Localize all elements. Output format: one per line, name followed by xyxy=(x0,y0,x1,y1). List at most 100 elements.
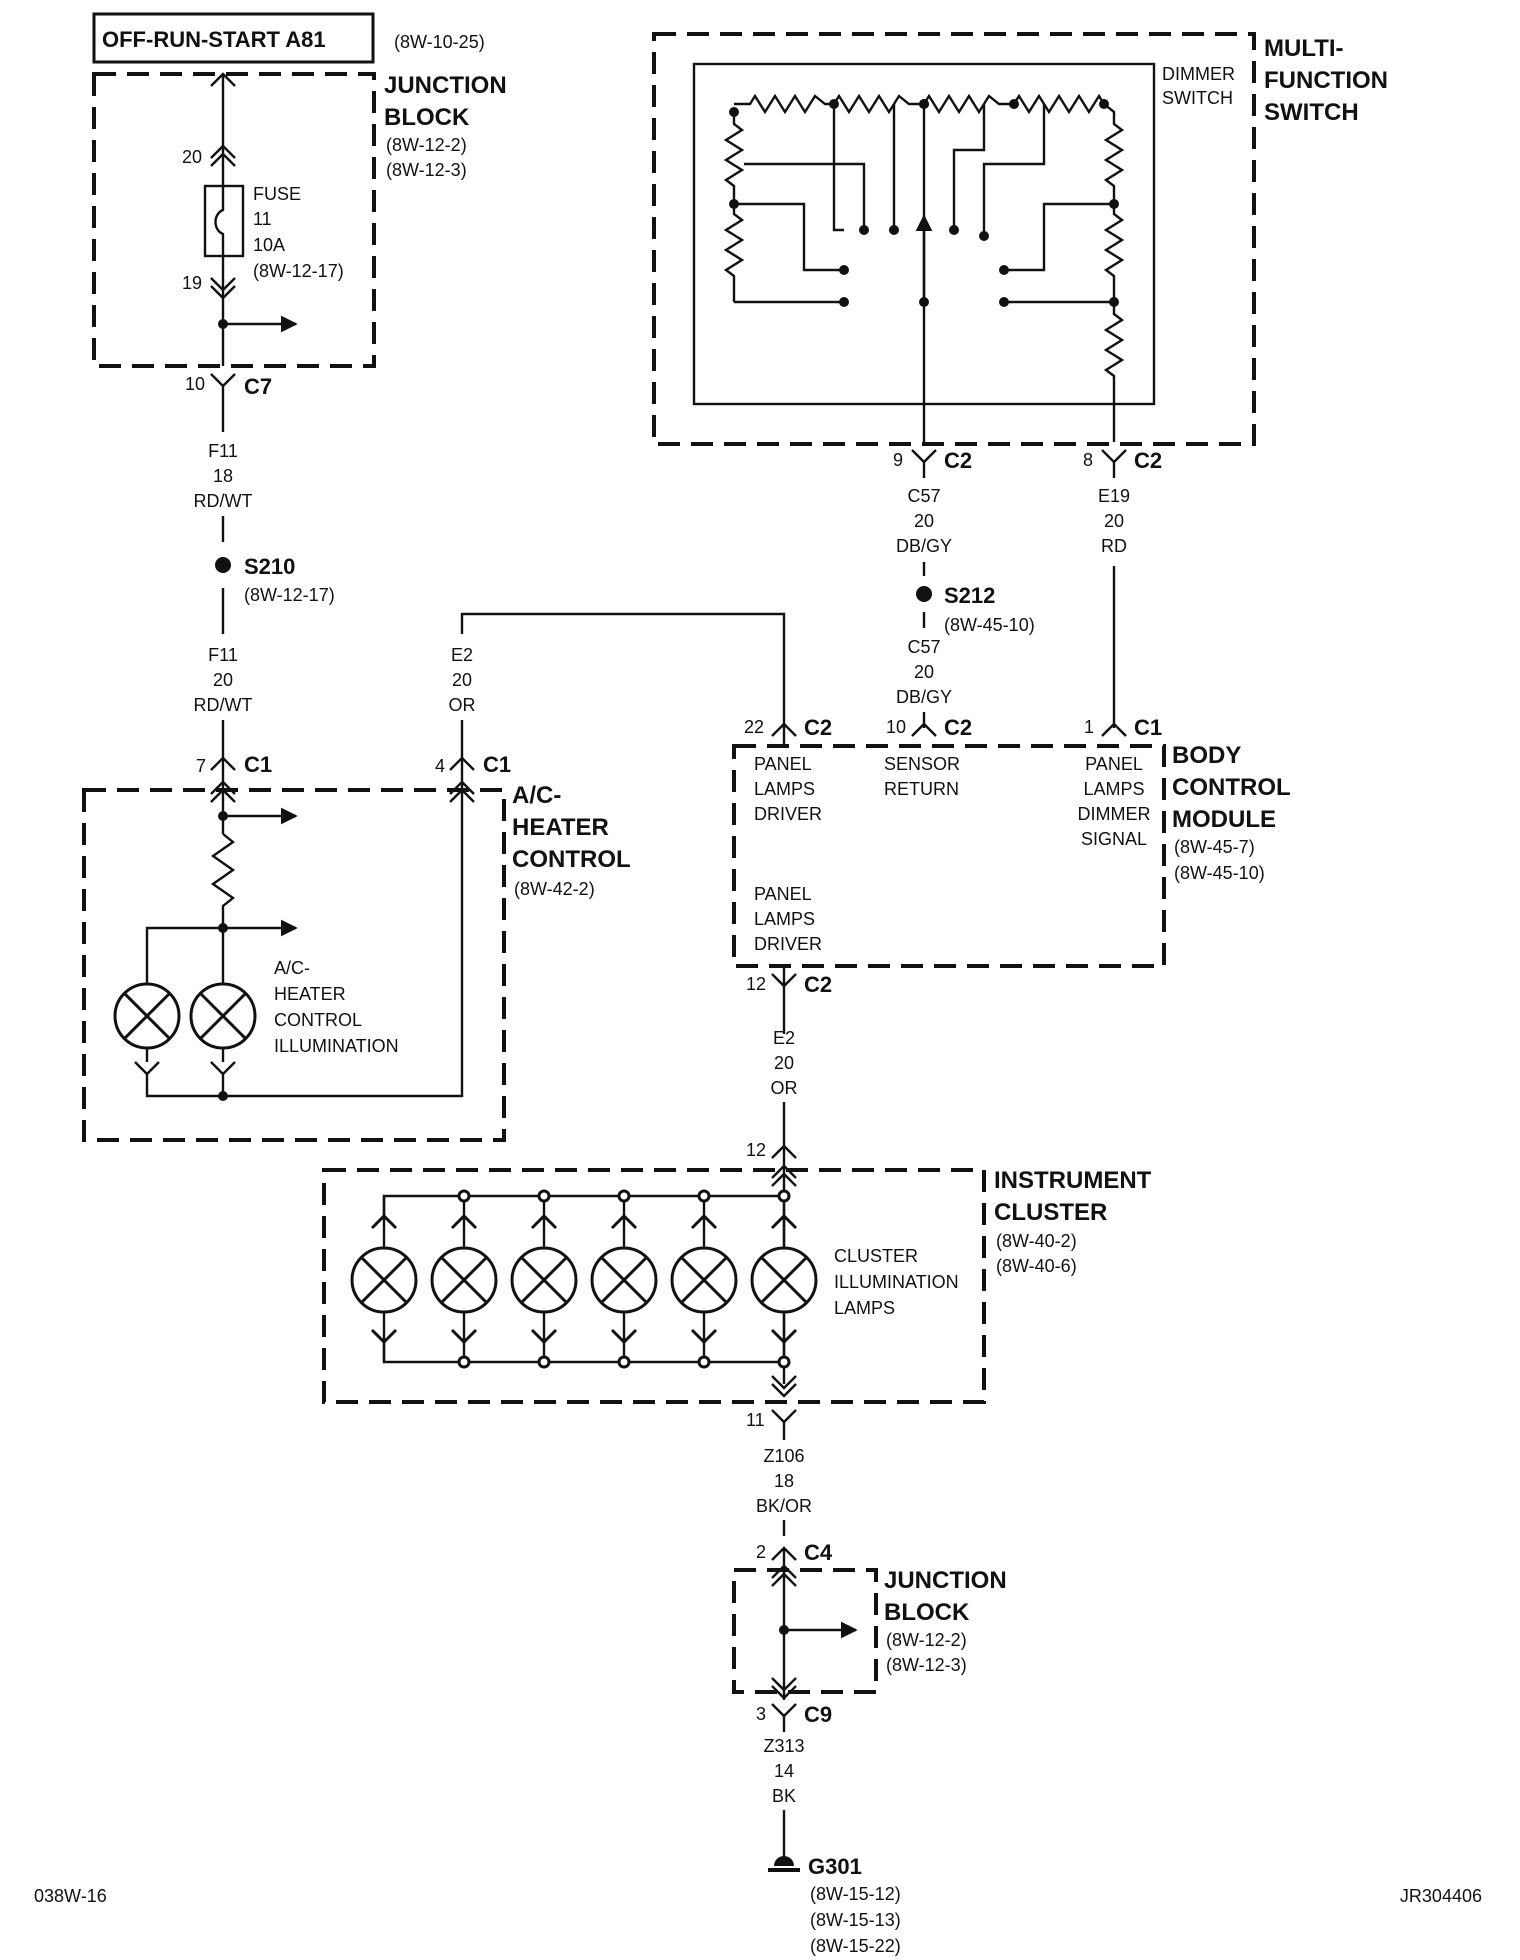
cluster-ref-2: (8W-40-6) xyxy=(996,1256,1077,1276)
bcm-pin12: 12 xyxy=(746,974,766,994)
footer-right-code: JR304406 xyxy=(1400,1886,1482,1906)
cluster-lamp-4 xyxy=(590,1189,658,1369)
cluster-lamp-label-3: LAMPS xyxy=(834,1298,895,1318)
ground-ref-3: (8W-15-22) xyxy=(810,1936,901,1956)
bcm-dimmer-1: PANEL xyxy=(1085,754,1143,774)
mfs-pin8-conn: C2 xyxy=(1134,448,1162,473)
junction-block-top-ref-2: (8W-12-3) xyxy=(386,160,467,180)
s212-name: S212 xyxy=(944,583,995,608)
jb-bottom-pin3: 3 xyxy=(756,1704,766,1724)
s212-splice xyxy=(916,586,932,602)
jb-bottom-ref-2: (8W-12-3) xyxy=(886,1655,967,1675)
bcm-pin1-connector xyxy=(1101,722,1127,737)
c57-upper-1: C57 xyxy=(907,486,940,506)
bcm-sensor-2: RETURN xyxy=(884,779,959,799)
bcm-driver-bottom-1: PANEL xyxy=(754,884,812,904)
jb-bottom-pin3-conn: C9 xyxy=(804,1702,832,1727)
bcm-pin12-conn: C2 xyxy=(804,972,832,997)
ground-g301-symbol xyxy=(768,1856,800,1872)
e2-upper-1: E2 xyxy=(451,645,473,665)
ac-title-3: CONTROL xyxy=(512,846,631,873)
f11-upper-2: 18 xyxy=(213,466,233,486)
z313-3: BK xyxy=(772,1786,796,1806)
cluster-title-1: INSTRUMENT xyxy=(994,1167,1152,1194)
fuse-label-3: 10A xyxy=(253,235,285,255)
cluster-outline xyxy=(322,1168,986,1404)
ground-ref-1: (8W-15-12) xyxy=(810,1884,901,1904)
bcm-pin10-connector xyxy=(911,722,937,737)
cluster-lamp-5 xyxy=(670,1189,738,1369)
jb-bottom-pin2: 2 xyxy=(756,1542,766,1562)
bcm-title-3: MODULE xyxy=(1172,806,1276,833)
jb-bottom-title-1: JUNCTION xyxy=(884,1567,1007,1594)
ground-ref-2: (8W-15-13) xyxy=(810,1910,901,1930)
bcm-outline xyxy=(732,744,1166,968)
mfs-pin8: 8 xyxy=(1083,450,1093,470)
ac-heater-circuit xyxy=(134,780,475,1101)
ac-pin4: 4 xyxy=(435,756,445,776)
fuse-label-1: FUSE xyxy=(253,184,301,204)
jb-bottom-pin2-conn: C4 xyxy=(804,1540,833,1565)
bcm-dimmer-3: DIMMER xyxy=(1078,804,1151,824)
mfs-outline xyxy=(652,32,1256,446)
bcm-pin22-conn: C2 xyxy=(804,715,832,740)
f11-upper-1: F11 xyxy=(208,441,238,461)
ground-name: G301 xyxy=(808,1854,862,1879)
bcm-pin1-conn: C1 xyxy=(1134,715,1162,740)
e19-2: 20 xyxy=(1104,511,1124,531)
ac-title-2: HEATER xyxy=(512,814,609,841)
f11-lower-2: 20 xyxy=(213,670,233,690)
jb-bottom-title-2: BLOCK xyxy=(884,1599,970,1626)
source-ref: (8W-10-25) xyxy=(394,32,485,52)
dimmer-label-1: DIMMER xyxy=(1162,64,1235,84)
mfs-pin9: 9 xyxy=(893,450,903,470)
dimmer-resistor-network xyxy=(723,93,1125,442)
ac-c1-pin7-connector xyxy=(210,756,236,771)
source-box xyxy=(92,12,375,64)
ac-lamp-label-2: HEATER xyxy=(274,984,346,1004)
cluster-lamp-label-2: ILLUMINATION xyxy=(834,1272,959,1292)
bcm-driver-bottom-2: LAMPS xyxy=(754,909,815,929)
jb-bottom-ref-1: (8W-12-2) xyxy=(886,1630,967,1650)
jb-top-pin-in: 20 xyxy=(182,147,202,167)
junction-block-top-title-1: JUNCTION xyxy=(384,72,507,99)
c7-connector xyxy=(210,373,236,388)
source-box-label: OFF-RUN-START A81 xyxy=(102,27,326,52)
ac-ref: (8W-42-2) xyxy=(514,879,595,899)
cluster-pin-out: 11 xyxy=(746,1410,765,1430)
cluster-pin12-connector xyxy=(771,1144,797,1159)
ac-title-1: A/C- xyxy=(512,782,561,809)
z106-1: Z106 xyxy=(763,1446,804,1466)
bcm-title-1: BODY xyxy=(1172,742,1241,769)
bcm-driver-top-2: LAMPS xyxy=(754,779,815,799)
jb-bottom-circuit xyxy=(771,1548,858,1700)
e19-1: E19 xyxy=(1098,486,1130,506)
z313-1: Z313 xyxy=(763,1736,804,1756)
mfs-c2-pin9-connector xyxy=(911,449,937,464)
jb-top-pin-out: 19 xyxy=(182,273,202,293)
ac-pin7: 7 xyxy=(196,756,206,776)
s210-splice xyxy=(215,557,231,573)
cluster-ref-1: (8W-40-2) xyxy=(996,1231,1077,1251)
junction-block-top-outline xyxy=(92,72,376,368)
s210-ref: (8W-12-17) xyxy=(244,585,335,605)
bcm-ref-1: (8W-45-7) xyxy=(1174,837,1255,857)
f11-upper-3: RD/WT xyxy=(194,491,253,511)
cluster-lamp-3 xyxy=(510,1189,578,1369)
e19-3: RD xyxy=(1101,536,1127,556)
footer-left-code: 038W-16 xyxy=(34,1886,107,1906)
mfs-title-1: MULTI- xyxy=(1264,35,1344,62)
cluster-title-2: CLUSTER xyxy=(994,1199,1107,1226)
ac-pin7-conn: C1 xyxy=(244,752,272,777)
ac-lamp-2 xyxy=(189,966,257,1062)
e2-upper-2: 20 xyxy=(452,670,472,690)
bcm-pin22-connector xyxy=(771,722,797,746)
fuse-label-2: 11 xyxy=(253,209,272,229)
bcm-pin1: 1 xyxy=(1084,717,1094,737)
mfs-title-2: FUNCTION xyxy=(1264,67,1388,94)
cluster-lamp-1 xyxy=(350,1196,418,1362)
bcm-pin10-conn: C2 xyxy=(944,715,972,740)
mfs-pin9-conn: C2 xyxy=(944,448,972,473)
f11-lower-3: RD/WT xyxy=(194,695,253,715)
